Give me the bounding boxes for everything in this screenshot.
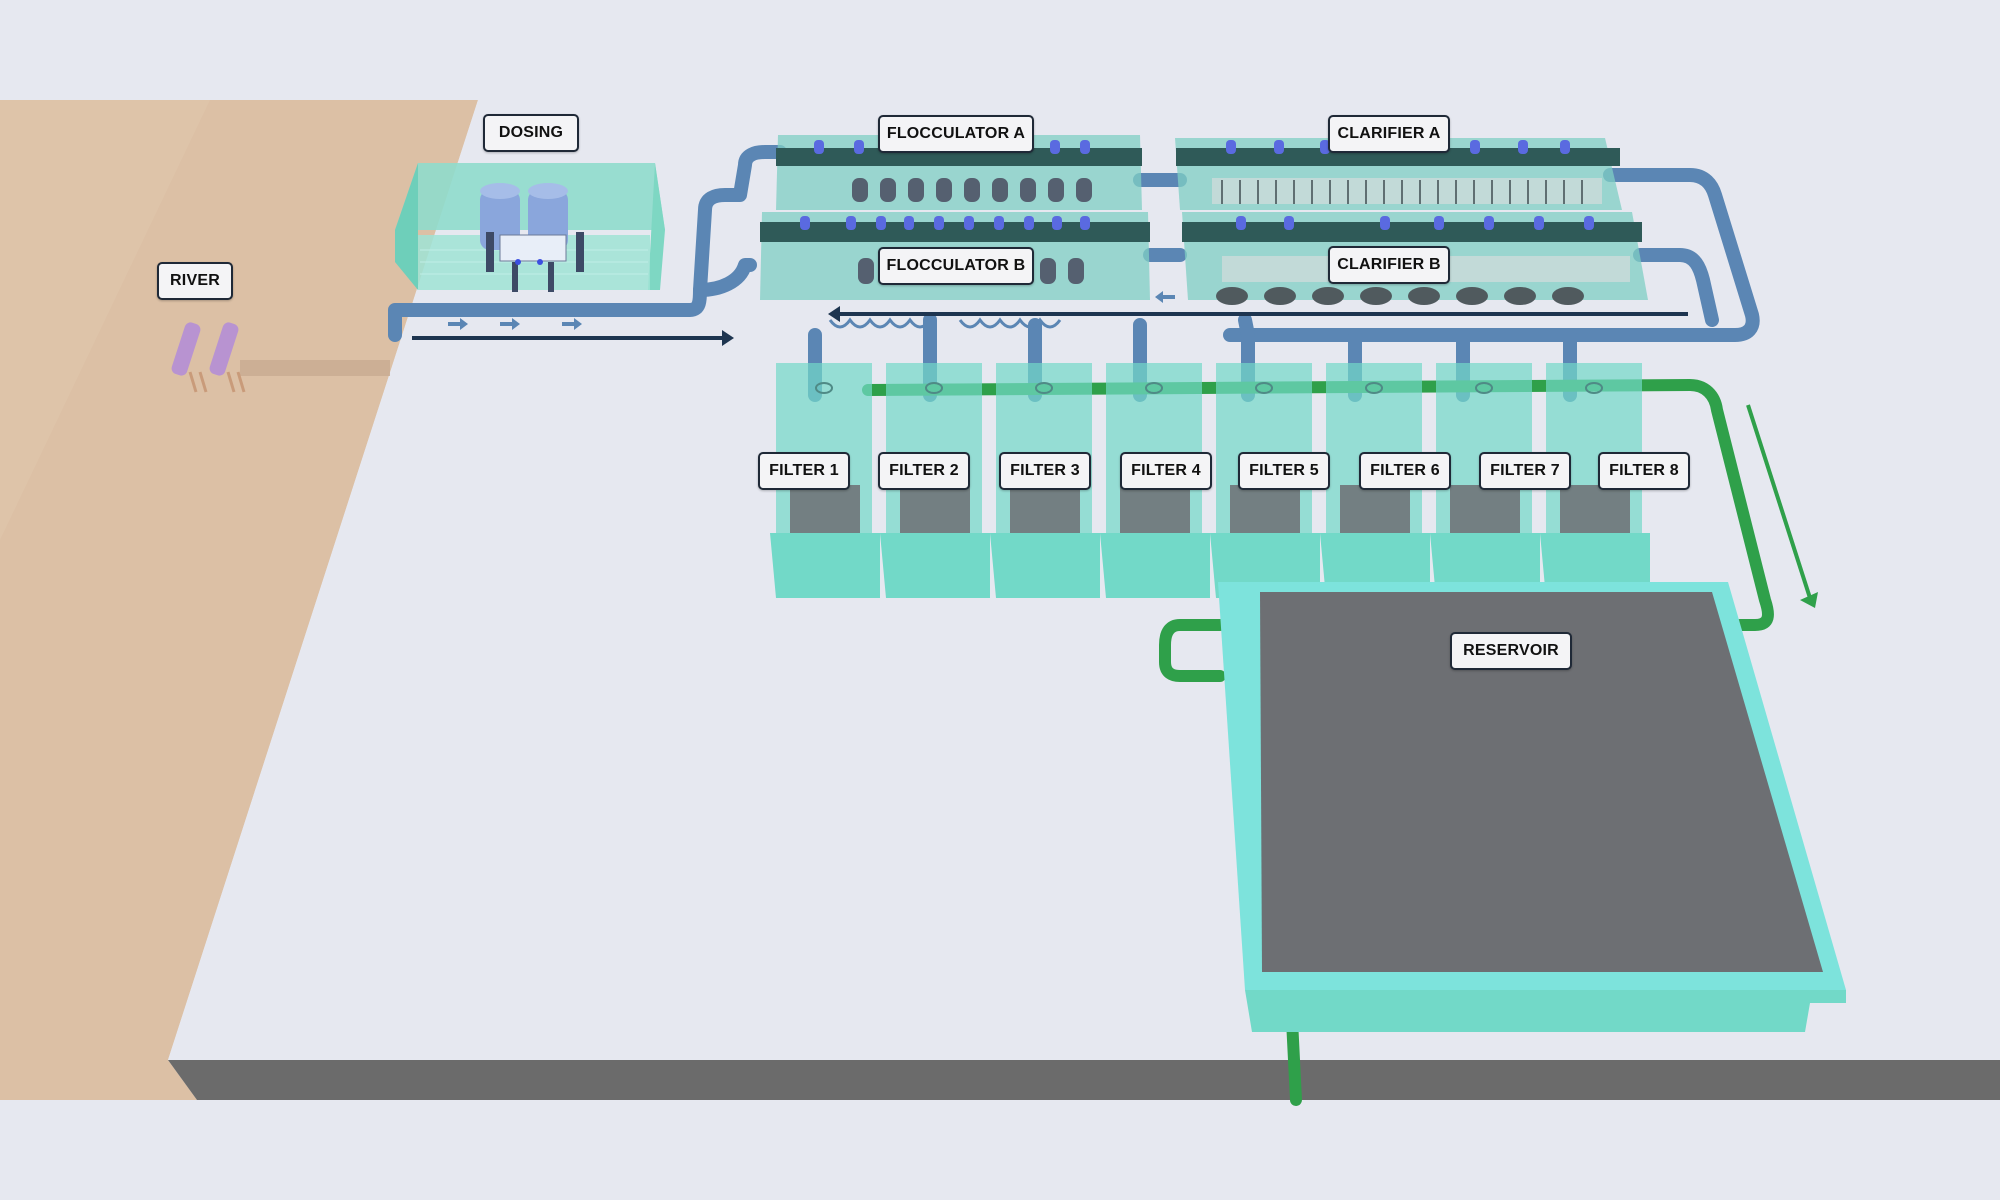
filter-tank-2 xyxy=(880,363,990,598)
filter-media xyxy=(1560,485,1630,533)
filter-front-wall xyxy=(1210,533,1320,598)
filter-media xyxy=(790,485,860,533)
river-bank xyxy=(0,100,478,1100)
reservoir-tank xyxy=(1218,582,1846,1032)
raw-pipe-flow-ticks xyxy=(448,291,1175,330)
filter-inlet xyxy=(1035,382,1053,394)
filter-label-5: FILTER 5 xyxy=(1238,452,1330,490)
filter-tank-8 xyxy=(1540,363,1650,598)
filter-front-wall xyxy=(880,533,990,598)
filter-media xyxy=(1120,485,1190,533)
dosing-building xyxy=(395,163,665,292)
filter-tank-1 xyxy=(770,363,880,598)
filter-label-1: FILTER 1 xyxy=(758,452,850,490)
filter-front-wall xyxy=(1320,533,1430,598)
filter-label-2: FILTER 2 xyxy=(878,452,970,490)
clean-water-pipes xyxy=(862,379,1774,1106)
filter-label-8: FILTER 8 xyxy=(1598,452,1690,490)
filter-media xyxy=(900,485,970,533)
clarifier-a-label: CLARIFIER A xyxy=(1328,115,1450,153)
filter-label-7: FILTER 7 xyxy=(1479,452,1571,490)
dosing-label: DOSING xyxy=(483,114,579,152)
filter-inlet xyxy=(815,382,833,394)
filter-inlet xyxy=(1255,382,1273,394)
clarifier-b-label: CLARIFIER B xyxy=(1328,246,1450,284)
flocculator-b-label: FLOCCULATOR B xyxy=(878,247,1034,285)
filter-label-6: FILTER 6 xyxy=(1359,452,1451,490)
filter-inlet xyxy=(1475,382,1493,394)
intake-structure xyxy=(171,322,390,393)
filter-tank-4 xyxy=(1100,363,1210,598)
filter-label-4: FILTER 4 xyxy=(1120,452,1212,490)
floc-coils xyxy=(828,317,1062,329)
flocculator-a-label: FLOCCULATOR A xyxy=(878,115,1034,153)
filter-inlet xyxy=(1585,382,1603,394)
platform-edge xyxy=(168,1060,2000,1100)
river-bank-shade xyxy=(0,100,210,540)
flocculator-a-tank xyxy=(776,135,1142,210)
filter-tank-5 xyxy=(1210,363,1320,598)
river-label: RIVER xyxy=(157,262,233,300)
filter-tank-6 xyxy=(1320,363,1430,598)
reservoir-label: RESERVOIR xyxy=(1450,632,1572,670)
flow-arrows xyxy=(412,306,1818,608)
filter-front-wall xyxy=(1430,533,1540,598)
filter-front-wall xyxy=(1540,533,1650,598)
filter-media xyxy=(1010,485,1080,533)
filter-label-3: FILTER 3 xyxy=(999,452,1091,490)
filter-tank-7 xyxy=(1430,363,1540,598)
filter-front-wall xyxy=(770,533,880,598)
filter-front-wall xyxy=(990,533,1100,598)
filter-inlet xyxy=(1145,382,1163,394)
filter-media xyxy=(1340,485,1410,533)
filter-media xyxy=(1230,485,1300,533)
filter-inlet xyxy=(1365,382,1383,394)
filters-group xyxy=(770,363,1650,598)
filter-tank-3 xyxy=(990,363,1100,598)
filter-media xyxy=(1450,485,1520,533)
filter-inlet xyxy=(925,382,943,394)
filter-front-wall xyxy=(1100,533,1210,598)
clarifier-a-tank xyxy=(1175,138,1622,210)
